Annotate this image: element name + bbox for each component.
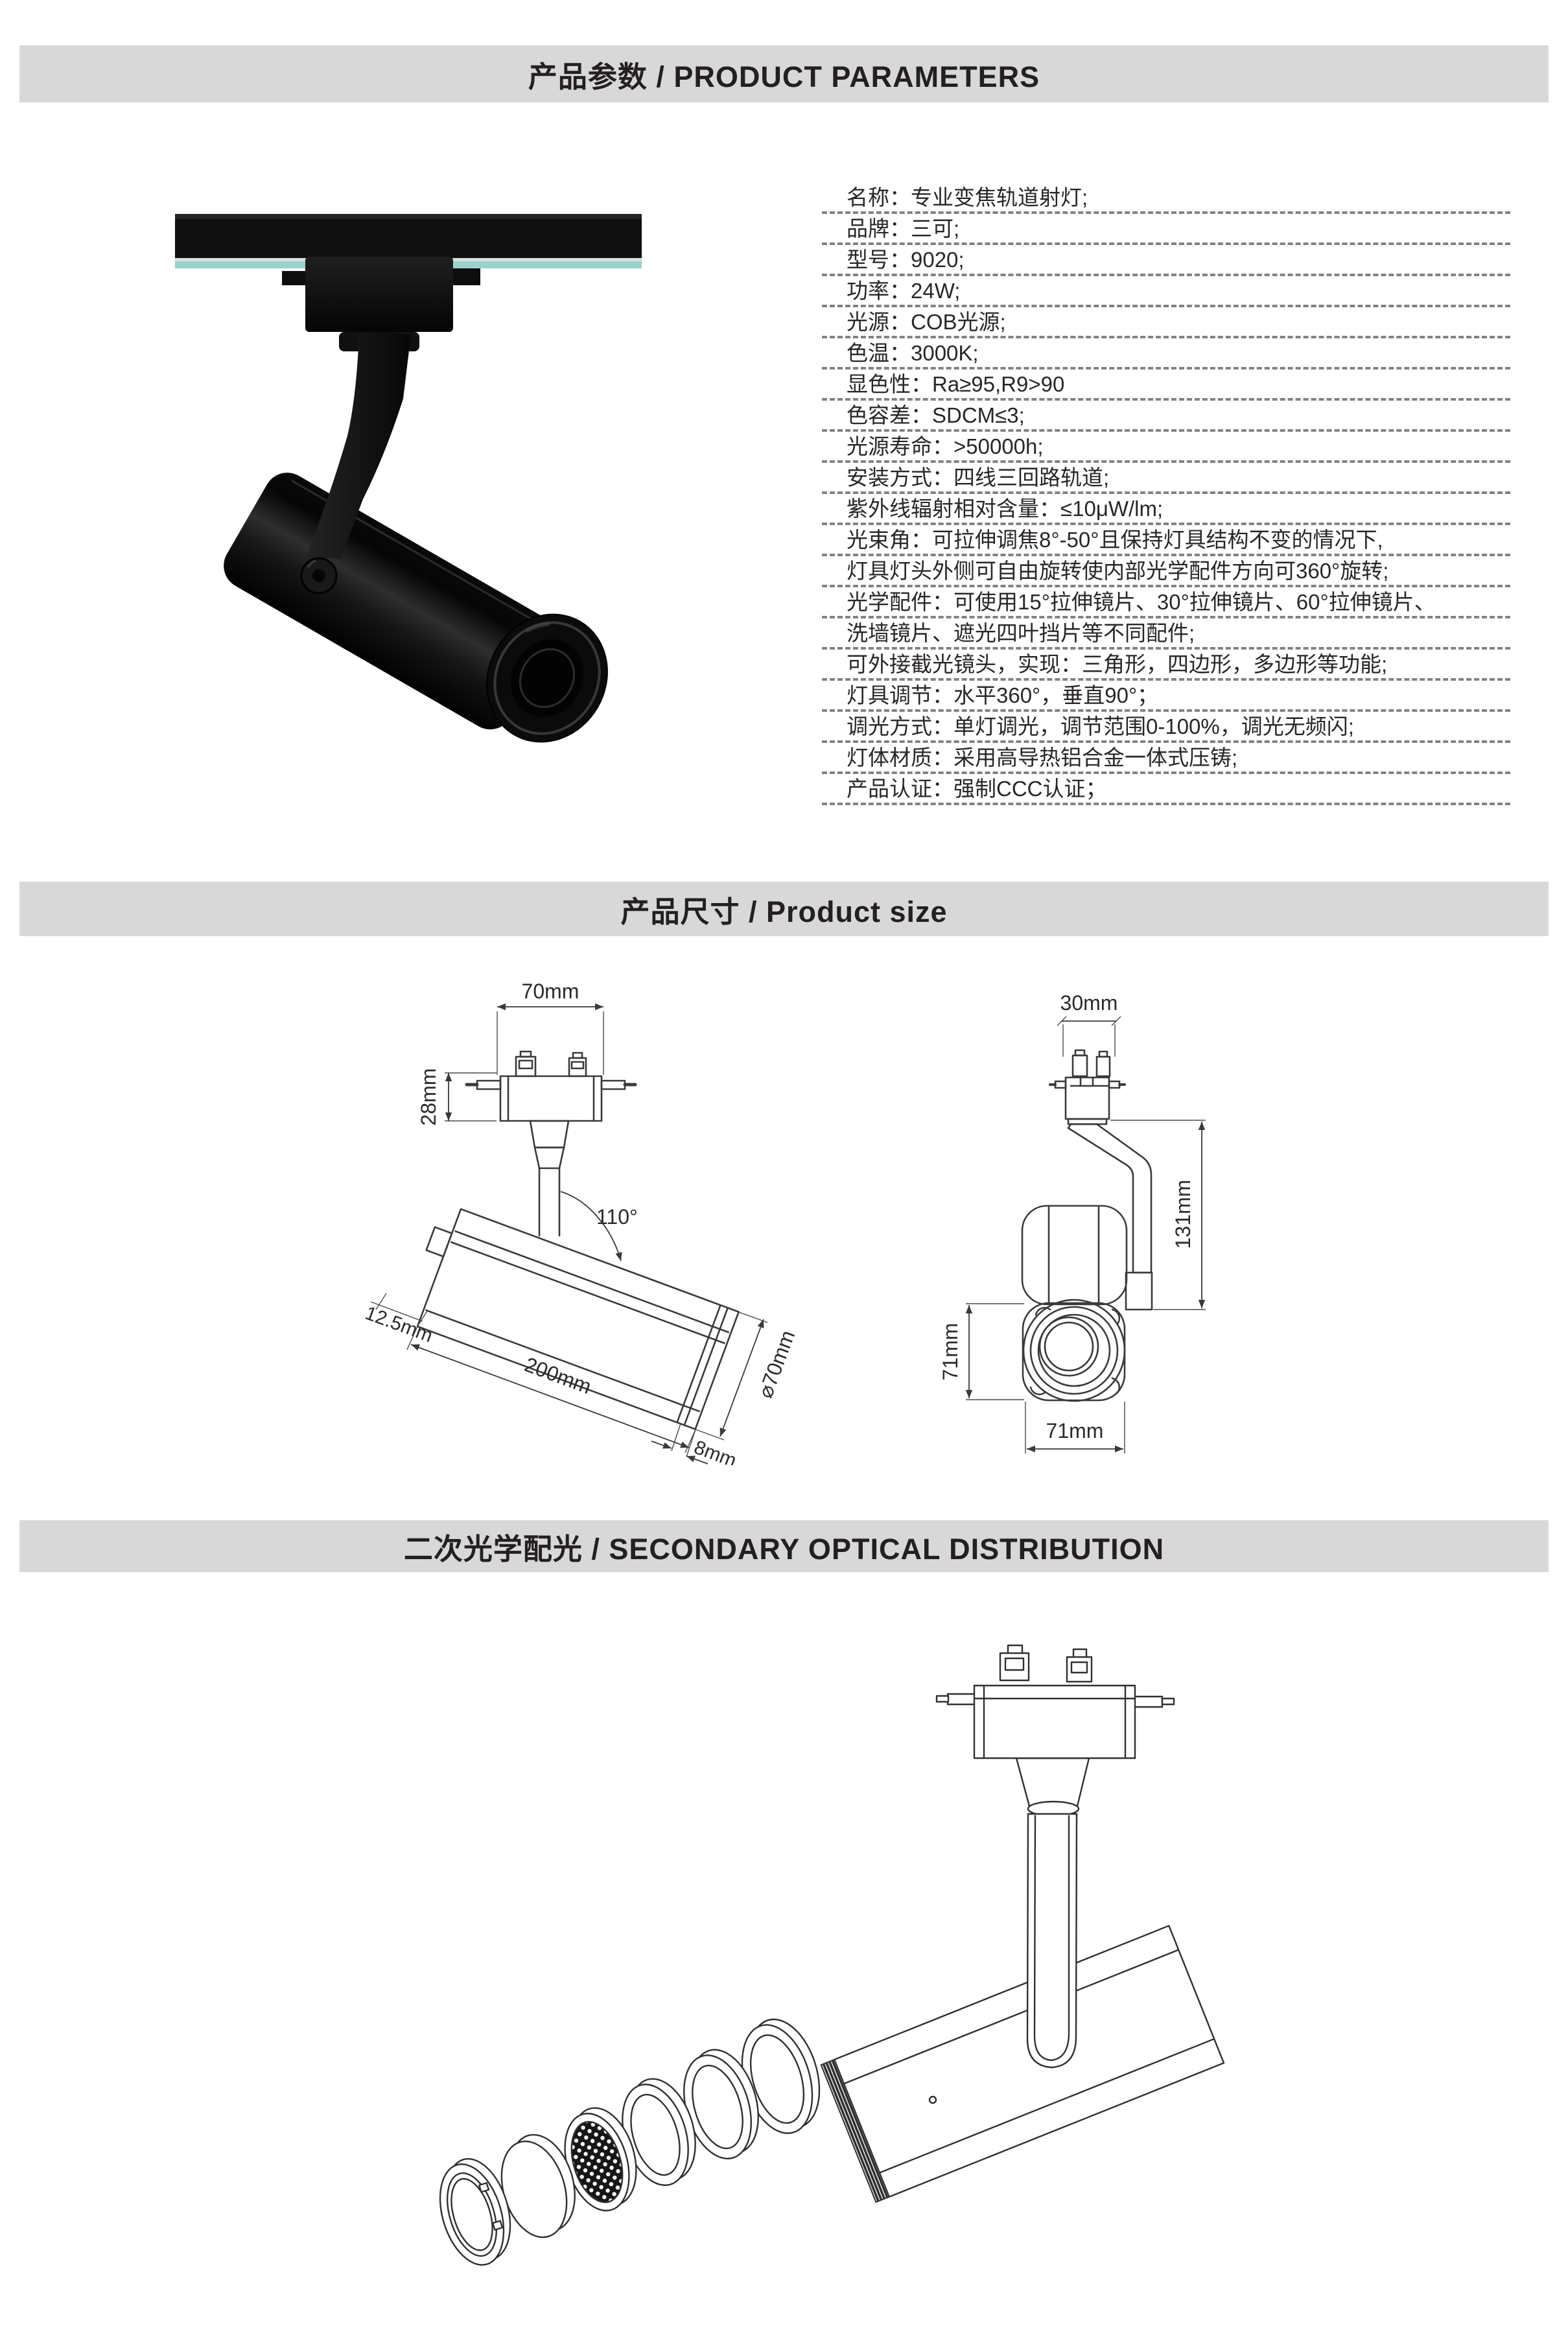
param-row: 灯具调节：水平360°，垂直90°； [822, 681, 1510, 712]
dim-label-30mm: 30mm [1060, 991, 1118, 1015]
param-row: 光源寿命：>50000h; [822, 432, 1510, 463]
param-row: 灯体材质：采用高导热铝合金一体式压铸; [822, 743, 1510, 774]
section-header-size: 产品尺寸 / Product size [19, 882, 1549, 936]
front-arm [1067, 1123, 1153, 1311]
param-row: 可外接截光镜头，实现：三角形，四边形，多边形等功能; [822, 650, 1510, 681]
parameters-list: 名称：专业变焦轨道射灯; 品牌：三可; 型号：9020; 功率：24W; 光源：… [822, 183, 1510, 805]
section-header-optical: 二次光学配光 / SECONDARY OPTICAL DISTRIBUTION [19, 1520, 1549, 1572]
param-row: 调光方式：单灯调光，调节范围0-100%，调光无频闪; [822, 712, 1510, 743]
mount-arm [300, 332, 411, 594]
dim-label-70mm: 70mm [522, 980, 579, 1003]
param-row: 洗墙镜片、遮光四叶挡片等不同配件; [822, 618, 1510, 650]
honeycomb-louver [564, 2107, 637, 2212]
param-row: 光源：COB光源; [822, 307, 1510, 338]
param-row: 光学配件：可使用15°拉伸镜片、30°拉伸镜片、60°拉伸镜片、 [822, 587, 1510, 618]
lens-front [486, 613, 608, 743]
param-row: 名称：专业变焦轨道射灯; [822, 183, 1510, 214]
dim-label-71mm-bottom: 71mm [1046, 1419, 1104, 1442]
exploded-adapter [935, 1644, 1175, 1759]
product-photo [143, 194, 674, 810]
param-row: 紫外线辐射相对含量：≤10μW/lm; [822, 494, 1510, 525]
param-row: 显色性：Ra≥95,R9>90 [822, 370, 1510, 401]
front-adapter [1049, 1049, 1126, 1125]
side-stem [529, 1120, 570, 1237]
product-photo-svg [175, 214, 642, 743]
side-adapter [465, 1050, 637, 1122]
lens-disc [500, 2134, 576, 2239]
param-row: 色温：3000K; [822, 338, 1510, 370]
section-header-size-label: 产品尺寸 / Product size [620, 895, 948, 928]
dim-label-dia70mm: ⌀70mm [753, 1327, 799, 1401]
param-row: 色容差：SDCM≤3; [822, 401, 1510, 432]
accessory-ring-1 [622, 2078, 696, 2186]
param-row: 光束角：可拉伸调焦8°-50°且保持灯具结构不变的情况下, [822, 525, 1510, 556]
param-row: 型号：9020; [822, 245, 1510, 276]
locking-ring [439, 2158, 511, 2266]
param-row: 灯具灯头外侧可自由旋转使内部光学配件方向可360°旋转; [822, 556, 1510, 587]
dim-label-28mm: 28mm [417, 1068, 440, 1126]
param-row: 产品认证：强制CCC认证； [822, 774, 1510, 805]
dim-label-110deg: 110° [596, 1205, 638, 1229]
side-view-drawing: 70mm 28mm 110° [363, 980, 799, 1465]
param-row: 安装方式：四线三回路轨道; [822, 463, 1510, 494]
exploded-lamp-body [820, 1925, 1225, 2204]
front-view-drawing: 30mm 131mm [939, 991, 1206, 1453]
exploded-view-drawing [439, 1644, 1225, 2266]
side-lamp-body [416, 1208, 740, 1430]
section-header-parameters: 产品参数 / PRODUCT PARAMETERS [19, 45, 1549, 102]
front-lamp-head [1021, 1205, 1128, 1402]
accessory-ring-2 [683, 2049, 759, 2159]
dim-label-71mm-left: 71mm [939, 1323, 962, 1381]
dim-label-131mm: 131mm [1171, 1180, 1195, 1249]
param-row: 功率：24W; [822, 276, 1510, 307]
section-header-parameters-label: 产品参数 / PRODUCT PARAMETERS [528, 60, 1040, 93]
section-header-optical-label: 二次光学配光 / SECONDARY OPTICAL DISTRIBUTION [403, 1532, 1165, 1566]
exploded-stem [1015, 1757, 1090, 2069]
param-row: 品牌：三可; [822, 214, 1510, 245]
